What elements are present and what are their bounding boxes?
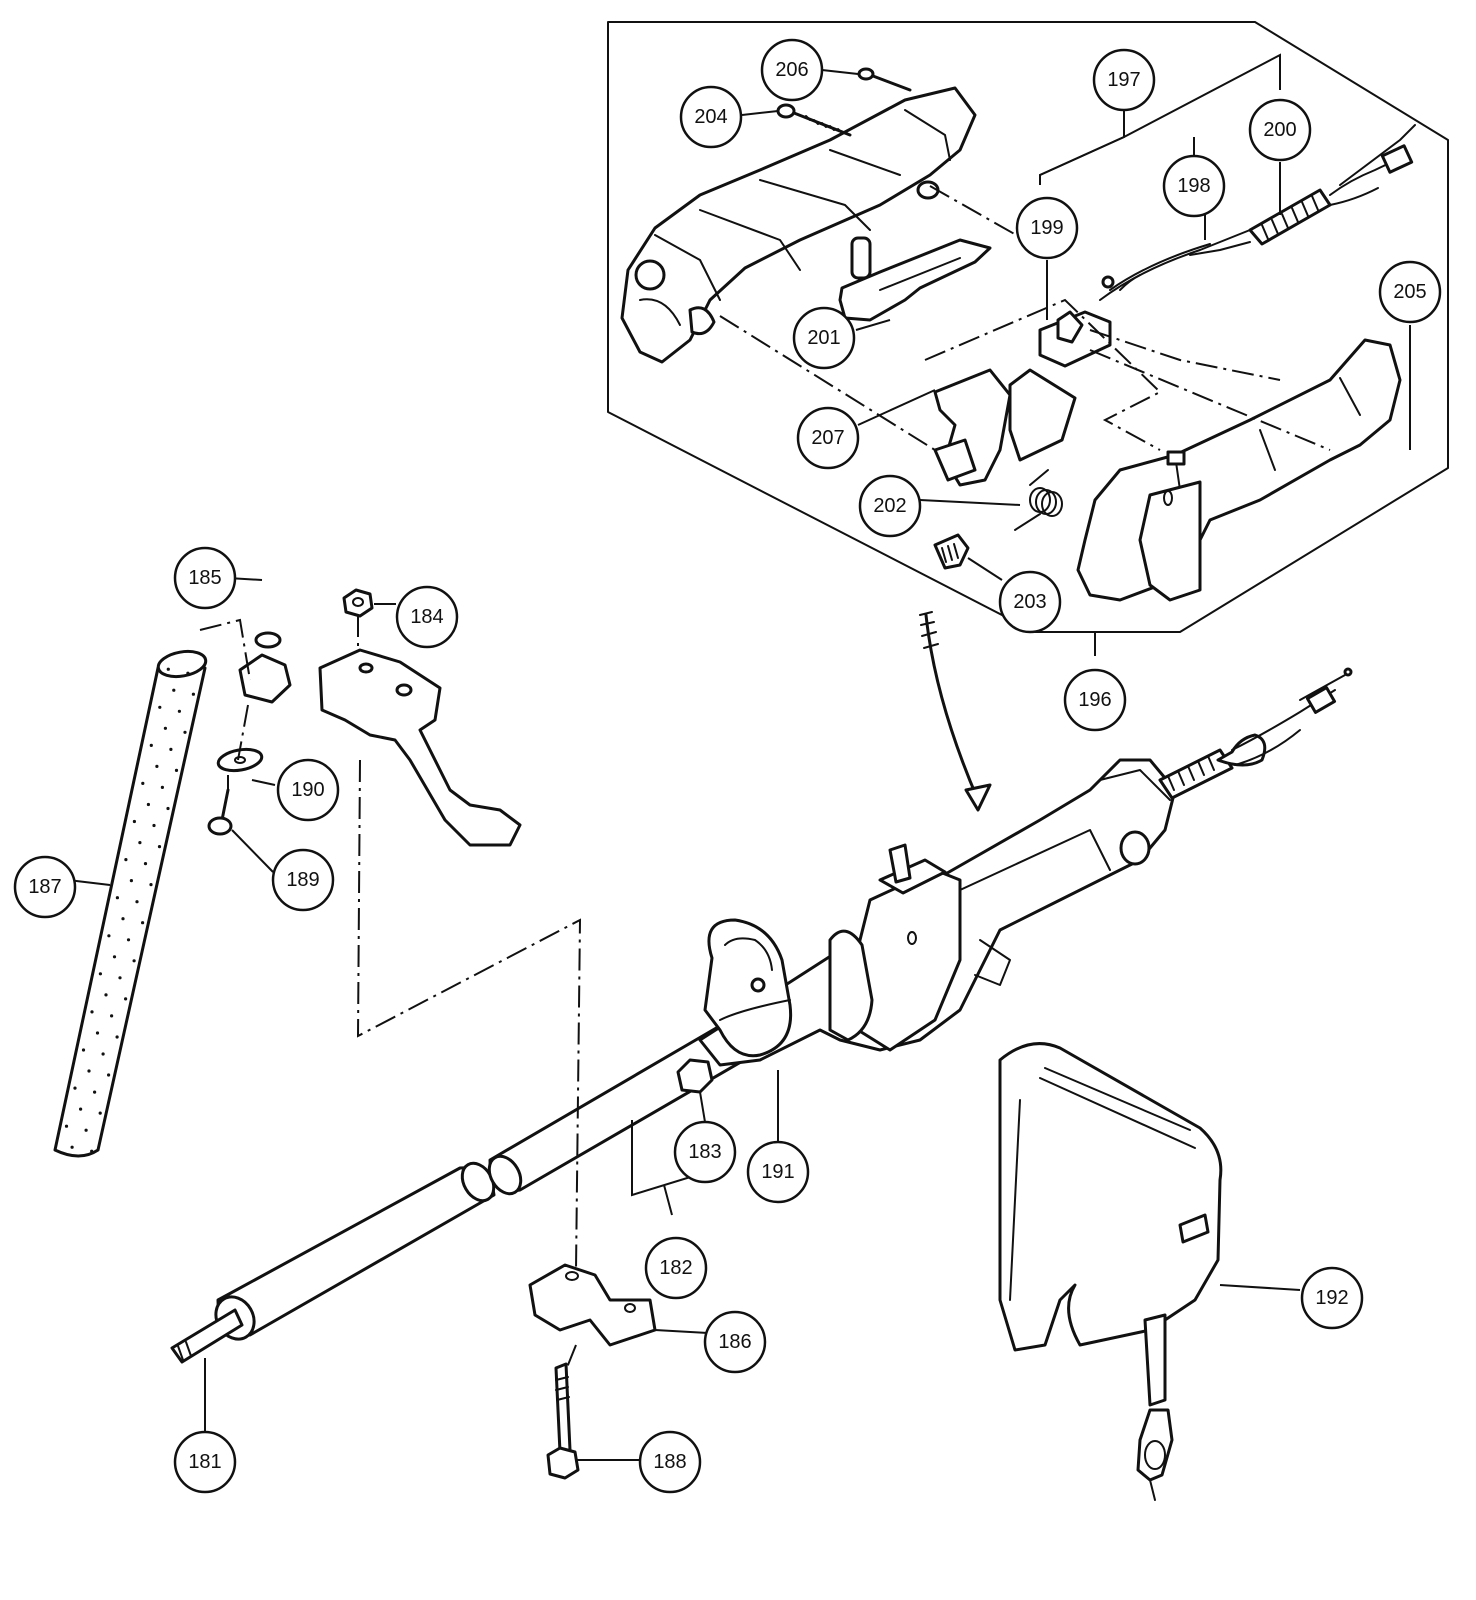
callout-185: 185: [173, 546, 237, 610]
callout-188: 188: [638, 1430, 702, 1494]
callout-191: 191: [746, 1140, 810, 1204]
svg-text:184: 184: [410, 606, 443, 628]
svg-text:203: 203: [1013, 591, 1046, 613]
bolt-188: [546, 1362, 580, 1480]
knob-203: [933, 533, 970, 570]
svg-text:185: 185: [188, 567, 221, 589]
callout-198: 198: [1162, 154, 1226, 218]
inner-drive-shaft-181: [170, 1308, 244, 1364]
washer-190: [216, 747, 264, 773]
svg-text:201: 201: [807, 327, 840, 349]
loop-handle-185: [254, 500, 531, 821]
handle-housing-left: [620, 86, 977, 364]
callout-187: 187: [13, 855, 77, 919]
svg-text:196: 196: [1078, 689, 1111, 711]
svg-text:199: 199: [1030, 217, 1063, 239]
screw-204: [776, 103, 852, 137]
callout-203: 203: [998, 570, 1062, 634]
drive-shaft-tube: [214, 1161, 496, 1341]
callout-186: 186: [703, 1310, 767, 1374]
callout-200: 200: [1248, 98, 1312, 162]
svg-text:186: 186: [718, 1331, 751, 1353]
svg-text:187: 187: [28, 876, 61, 898]
callout-205: 205: [1378, 260, 1442, 324]
svg-text:204: 204: [694, 106, 727, 128]
svg-text:188: 188: [653, 1451, 686, 1473]
callout-190: 190: [276, 758, 340, 822]
handle-housing-right: [1076, 338, 1402, 602]
svg-text:181: 181: [188, 1451, 221, 1473]
stop-switch-199: [1038, 310, 1112, 368]
callout-207: 207: [796, 406, 860, 470]
svg-text:197: 197: [1107, 69, 1140, 91]
svg-text:200: 200: [1263, 119, 1296, 141]
inset-frame: [607, 21, 1449, 633]
main-cable: [1158, 667, 1353, 800]
svg-text:192: 192: [1315, 1287, 1348, 1309]
svg-text:206: 206: [775, 59, 808, 81]
shoulder-harness-192: [998, 1042, 1223, 1501]
screw-206: [857, 67, 912, 92]
callout-189: 189: [271, 848, 335, 912]
svg-text:182: 182: [659, 1257, 692, 1279]
callout-181: 181: [173, 1430, 237, 1494]
callout-196: 196: [1063, 668, 1127, 732]
svg-text:198: 198: [1177, 175, 1210, 197]
callout-182: 182: [644, 1236, 708, 1300]
svg-text:207: 207: [811, 427, 844, 449]
svg-text:191: 191: [761, 1161, 794, 1183]
clamp-186: [528, 1263, 657, 1347]
lockout-lever-207: [933, 368, 1077, 487]
callout-201: 201: [792, 306, 856, 370]
spring-202: [1014, 469, 1063, 531]
throttle-trigger-201: [838, 236, 992, 322]
callout-192: 192: [1300, 1266, 1364, 1330]
throttle-cable-harness: [1099, 124, 1416, 301]
svg-text:202: 202: [873, 495, 906, 517]
hanger-bracket-191: [703, 918, 793, 1058]
leader-lines: [67, 53, 1411, 1461]
main-assembly-guides: [199, 615, 582, 1371]
nut-183: [676, 1058, 714, 1094]
callout-202: 202: [858, 474, 922, 538]
svg-text:205: 205: [1393, 281, 1426, 303]
callout-197: 197: [1092, 48, 1156, 112]
svg-text:189: 189: [286, 869, 319, 891]
callout-199: 199: [1015, 196, 1079, 260]
inset-assembly-guides: [719, 185, 1331, 451]
callout-184: 184: [395, 585, 459, 649]
loop-handle-bracket: [238, 648, 522, 847]
assembly-arrow: [919, 611, 992, 812]
callout-206: 206: [760, 38, 824, 102]
callouts: 206 204 197 200 198 199 205 201 207 202 …: [13, 38, 1442, 1494]
callout-204: 204: [679, 85, 743, 149]
svg-text:183: 183: [688, 1141, 721, 1163]
callout-183: 183: [673, 1120, 737, 1184]
svg-text:190: 190: [291, 779, 324, 801]
screw-189: [207, 788, 233, 836]
nut-184: [342, 588, 374, 618]
grip-187: [53, 649, 208, 1158]
assembled-handle: [698, 758, 1177, 1067]
